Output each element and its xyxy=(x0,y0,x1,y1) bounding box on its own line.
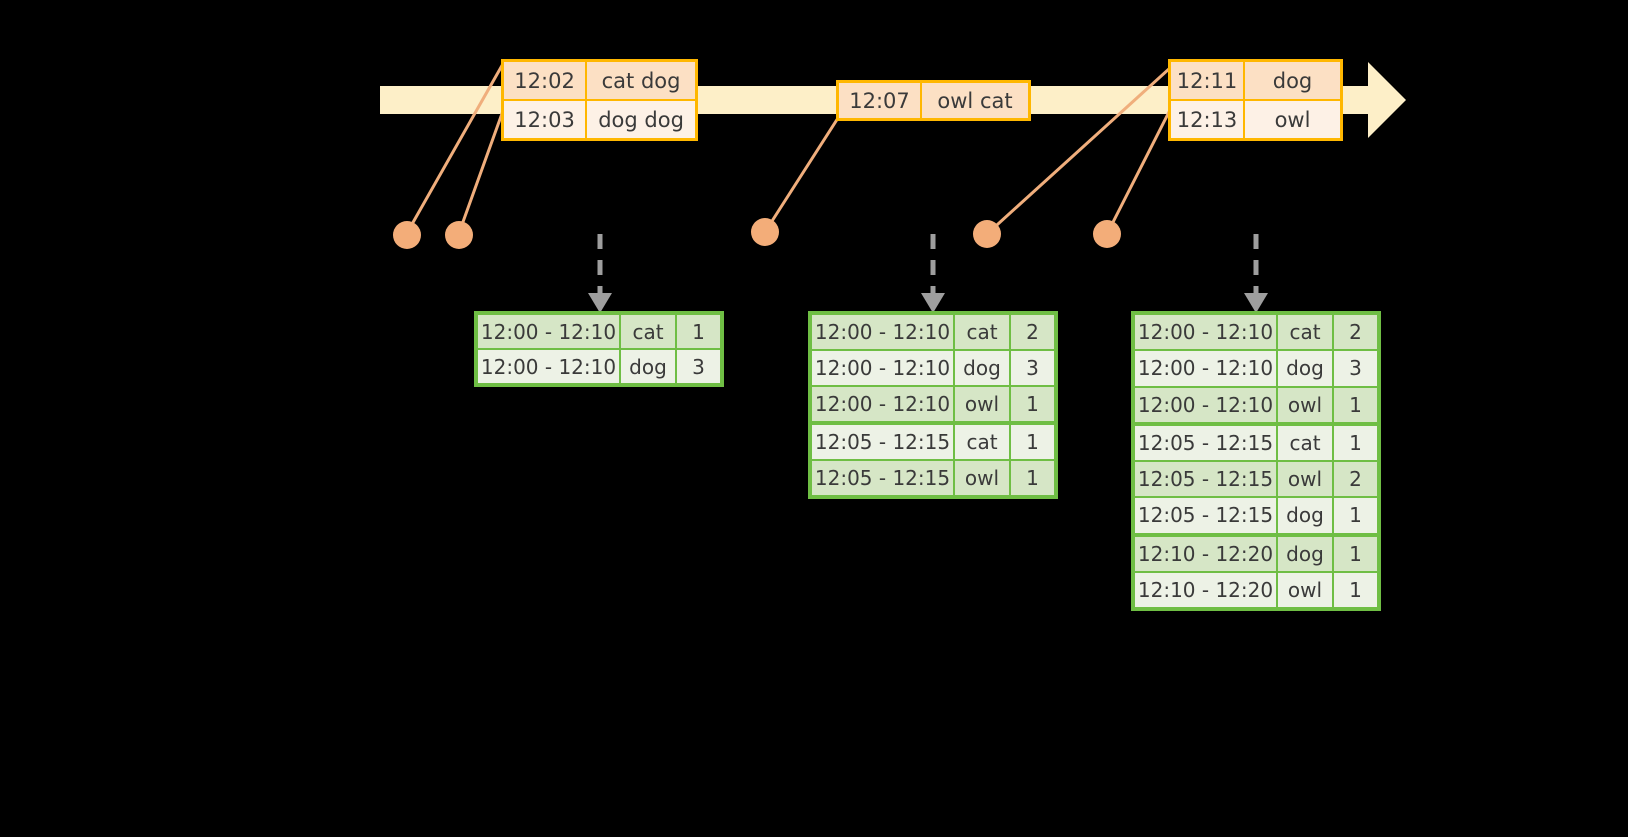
cell-key: owl xyxy=(955,387,1011,421)
table-row[interactable]: 12:10 - 12:20 dog 1 xyxy=(1135,532,1377,571)
event-words: owl xyxy=(1245,101,1340,138)
event-words: dog xyxy=(1245,62,1340,99)
event-time: 12:11 xyxy=(1171,62,1245,99)
event-dot xyxy=(445,221,473,249)
cell-count: 1 xyxy=(1011,425,1054,459)
result-table-3[interactable]: 12:00 - 12:10 cat 2 12:00 - 12:10 dog 3 … xyxy=(1131,311,1381,611)
cell-count: 1 xyxy=(1334,425,1377,460)
cell-count: 1 xyxy=(1334,572,1377,607)
cell-count: 2 xyxy=(1011,315,1054,349)
event-words: cat dog xyxy=(587,62,695,99)
cell-window: 12:00 - 12:10 xyxy=(1135,351,1278,386)
cell-key: cat xyxy=(621,315,677,348)
event-dot xyxy=(973,220,1001,248)
table-row[interactable]: 12:00 - 12:10 cat 1 xyxy=(478,315,720,348)
table-row[interactable]: 12:05 - 12:15 owl 2 xyxy=(1135,460,1377,497)
cell-key: owl xyxy=(955,461,1011,495)
event-box-1[interactable]: 12:02 cat dog 12:03 dog dog xyxy=(501,59,698,141)
event-time: 12:13 xyxy=(1171,101,1245,138)
event-box-3[interactable]: 12:11 dog 12:13 owl xyxy=(1168,59,1343,141)
cell-count: 1 xyxy=(1011,461,1054,495)
cell-key: cat xyxy=(1278,425,1334,460)
event-time: 12:03 xyxy=(504,101,588,138)
cell-key: cat xyxy=(1278,315,1334,350)
result-table-2[interactable]: 12:00 - 12:10 cat 2 12:00 - 12:10 dog 3 … xyxy=(808,311,1058,499)
cell-window: 12:00 - 12:10 xyxy=(1135,315,1278,350)
emit-arrow-heads xyxy=(588,293,1268,313)
cell-key: dog xyxy=(621,350,677,383)
cell-key: cat xyxy=(955,315,1011,349)
cell-key: dog xyxy=(1278,536,1334,571)
event-words: owl cat xyxy=(922,83,1028,118)
event-row[interactable]: 12:13 owl xyxy=(1171,99,1340,138)
cell-count: 1 xyxy=(1334,498,1377,533)
table-row[interactable]: 12:05 - 12:15 owl 1 xyxy=(812,459,1054,495)
table-row[interactable]: 12:05 - 12:15 dog 1 xyxy=(1135,496,1377,533)
cell-window: 12:05 - 12:15 xyxy=(1135,498,1278,533)
table-row[interactable]: 12:00 - 12:10 owl 1 xyxy=(1135,385,1377,422)
cell-key: owl xyxy=(1278,572,1334,607)
emit-arrows xyxy=(597,234,1259,296)
table-row[interactable]: 12:10 - 12:20 owl 1 xyxy=(1135,570,1377,607)
event-dot xyxy=(751,218,779,246)
table-row[interactable]: 12:05 - 12:15 cat 1 xyxy=(812,421,1054,459)
cell-key: owl xyxy=(1278,462,1334,497)
event-dot xyxy=(393,221,421,249)
cell-window: 12:10 - 12:20 xyxy=(1135,572,1278,607)
event-time: 12:07 xyxy=(839,83,922,118)
table-row[interactable]: 12:00 - 12:10 owl 1 xyxy=(812,385,1054,421)
cell-count: 3 xyxy=(1011,351,1054,385)
cell-key: dog xyxy=(1278,498,1334,533)
cell-count: 1 xyxy=(1334,536,1377,571)
cell-key: dog xyxy=(955,351,1011,385)
table-row[interactable]: 12:00 - 12:10 cat 2 xyxy=(1135,315,1377,350)
cell-count: 3 xyxy=(677,350,720,383)
cell-count: 3 xyxy=(1334,351,1377,386)
cell-window: 12:00 - 12:10 xyxy=(478,315,621,348)
table-row[interactable]: 12:00 - 12:10 cat 2 xyxy=(812,315,1054,349)
event-row[interactable]: 12:11 dog xyxy=(1171,62,1340,99)
result-table-1[interactable]: 12:00 - 12:10 cat 1 12:00 - 12:10 dog 3 xyxy=(474,311,724,387)
cell-window: 12:00 - 12:10 xyxy=(1135,387,1278,422)
table-row[interactable]: 12:00 - 12:10 dog 3 xyxy=(478,348,720,383)
cell-window: 12:05 - 12:15 xyxy=(1135,425,1278,460)
event-row[interactable]: 12:03 dog dog xyxy=(504,99,695,138)
cell-window: 12:00 - 12:10 xyxy=(812,315,955,349)
event-dot xyxy=(1093,220,1121,248)
table-row[interactable]: 12:00 - 12:10 dog 3 xyxy=(812,349,1054,385)
table-row[interactable]: 12:05 - 12:15 cat 1 xyxy=(1135,421,1377,460)
event-row[interactable]: 12:07 owl cat xyxy=(839,83,1028,118)
cell-count: 1 xyxy=(677,315,720,348)
cell-count: 1 xyxy=(1334,387,1377,422)
event-dots xyxy=(393,218,1121,249)
cell-window: 12:05 - 12:15 xyxy=(812,461,955,495)
event-row[interactable]: 12:02 cat dog xyxy=(504,62,695,99)
cell-key: owl xyxy=(1278,387,1334,422)
cell-window: 12:05 - 12:15 xyxy=(812,425,955,459)
cell-window: 12:00 - 12:10 xyxy=(812,351,955,385)
cell-count: 2 xyxy=(1334,462,1377,497)
event-box-2[interactable]: 12:07 owl cat xyxy=(836,80,1031,121)
event-time: 12:02 xyxy=(504,62,588,99)
cell-window: 12:05 - 12:15 xyxy=(1135,462,1278,497)
event-words: dog dog xyxy=(587,101,695,138)
cell-key: dog xyxy=(1278,351,1334,386)
cell-window: 12:00 - 12:10 xyxy=(478,350,621,383)
table-row[interactable]: 12:00 - 12:10 dog 3 xyxy=(1135,349,1377,386)
cell-window: 12:10 - 12:20 xyxy=(1135,536,1278,571)
cell-count: 1 xyxy=(1011,387,1054,421)
cell-window: 12:00 - 12:10 xyxy=(812,387,955,421)
event-connector-lines xyxy=(405,60,1172,236)
cell-key: cat xyxy=(955,425,1011,459)
cell-count: 2 xyxy=(1334,315,1377,350)
